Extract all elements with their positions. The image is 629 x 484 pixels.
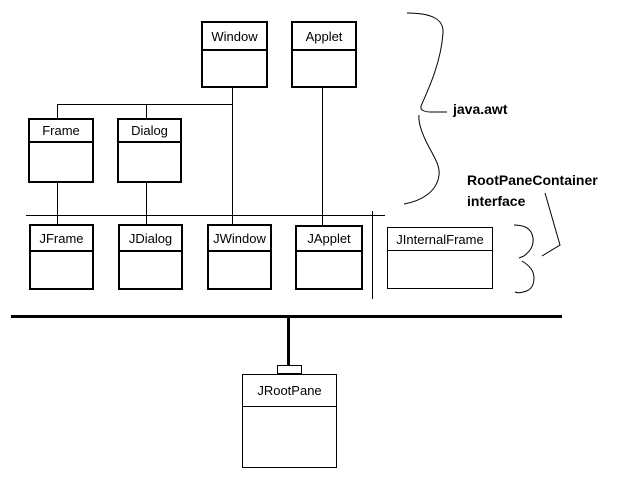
class-box-applet-body bbox=[293, 51, 355, 86]
class-box-jinternalframe: JInternalFrame bbox=[387, 227, 493, 289]
class-box-dialog-body bbox=[119, 143, 180, 181]
java-awt-label: java.awt bbox=[453, 101, 508, 117]
java-awt-brace-upper bbox=[406, 12, 447, 113]
class-box-window: Window bbox=[201, 21, 268, 88]
jrootpane-attach-notch bbox=[277, 365, 302, 374]
rootpane-interface-label: RootPaneContainer interface bbox=[467, 170, 598, 212]
class-box-jframe-label: JFrame bbox=[31, 226, 92, 252]
class-box-dialog-label: Dialog bbox=[119, 120, 180, 143]
interface-brace-upper bbox=[513, 224, 534, 259]
class-box-japplet-label: JApplet bbox=[297, 227, 361, 252]
java-awt-brace-lower bbox=[403, 114, 440, 205]
class-box-jframe-body bbox=[31, 252, 92, 288]
class-box-applet-label: Applet bbox=[293, 23, 355, 51]
class-box-jrootpane-label: JRootPane bbox=[243, 375, 336, 407]
class-box-dialog: Dialog bbox=[117, 118, 182, 183]
class-box-jinternalframe-body bbox=[388, 251, 492, 288]
class-box-jinternalframe-label: JInternalFrame bbox=[388, 228, 492, 251]
rootpane-interface-label-line1: RootPaneContainer bbox=[467, 172, 598, 188]
class-box-frame-label: Frame bbox=[30, 120, 92, 143]
class-box-jdialog-body bbox=[120, 252, 181, 288]
class-box-window-body bbox=[203, 51, 266, 86]
class-box-applet: Applet bbox=[291, 21, 357, 88]
class-box-jdialog-label: JDialog bbox=[120, 226, 181, 252]
class-box-jwindow-label: JWindow bbox=[209, 226, 270, 252]
class-box-jwindow-body bbox=[209, 252, 270, 288]
class-box-jrootpane-body bbox=[243, 407, 336, 467]
class-box-japplet: JApplet bbox=[295, 225, 363, 290]
rootpane-interface-label-line2: interface bbox=[467, 193, 526, 209]
class-box-japplet-body bbox=[297, 252, 361, 288]
class-box-jdialog: JDialog bbox=[118, 224, 183, 290]
class-box-jrootpane: JRootPane bbox=[242, 374, 337, 468]
class-box-jwindow: JWindow bbox=[207, 224, 272, 290]
class-box-frame: Frame bbox=[28, 118, 94, 183]
class-box-window-label: Window bbox=[203, 23, 266, 51]
interface-brace-lower bbox=[514, 260, 535, 294]
class-box-frame-body bbox=[30, 143, 92, 181]
class-box-jframe: JFrame bbox=[29, 224, 94, 290]
